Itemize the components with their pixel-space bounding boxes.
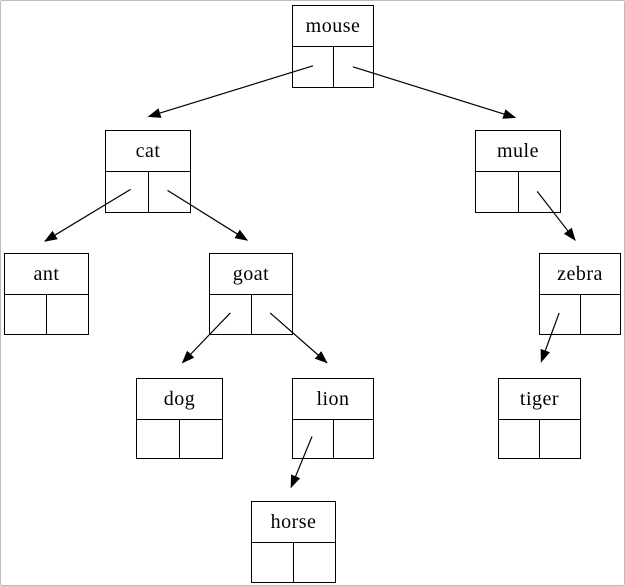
pointer-cells bbox=[499, 420, 580, 458]
left-pointer-cell bbox=[293, 47, 334, 87]
left-pointer-cell bbox=[252, 543, 294, 582]
node-label: cat bbox=[106, 131, 190, 172]
right-pointer-cell bbox=[334, 420, 374, 458]
node-label: mouse bbox=[293, 6, 373, 47]
node-cat: cat bbox=[105, 130, 191, 213]
pointer-cells bbox=[106, 172, 190, 212]
node-label: zebra bbox=[540, 254, 620, 295]
left-pointer-cell bbox=[210, 295, 252, 334]
right-pointer-cell bbox=[47, 295, 88, 334]
pointer-cells bbox=[476, 172, 560, 212]
left-pointer-cell bbox=[137, 420, 180, 458]
node-label: ant bbox=[5, 254, 88, 295]
right-pointer-cell bbox=[149, 172, 191, 212]
right-pointer-cell bbox=[294, 543, 335, 582]
pointer-cells bbox=[293, 47, 373, 87]
pointer-cells bbox=[210, 295, 292, 334]
node-label: lion bbox=[293, 379, 373, 420]
right-pointer-cell bbox=[581, 295, 621, 334]
left-pointer-cell bbox=[5, 295, 47, 334]
node-ant: ant bbox=[4, 253, 89, 335]
pointer-cells bbox=[5, 295, 88, 334]
left-pointer-cell bbox=[499, 420, 540, 458]
node-mouse: mouse bbox=[292, 5, 374, 88]
node-label: goat bbox=[210, 254, 292, 295]
left-pointer-cell bbox=[476, 172, 519, 212]
node-goat: goat bbox=[209, 253, 293, 335]
left-pointer-cell bbox=[106, 172, 149, 212]
node-mule: mule bbox=[475, 130, 561, 213]
node-label: dog bbox=[137, 379, 222, 420]
right-pointer-cell bbox=[519, 172, 561, 212]
node-label: horse bbox=[252, 502, 335, 543]
right-pointer-cell bbox=[180, 420, 222, 458]
pointer-cells bbox=[540, 295, 620, 334]
right-pointer-cell bbox=[252, 295, 293, 334]
node-dog: dog bbox=[136, 378, 223, 459]
node-tiger: tiger bbox=[498, 378, 581, 459]
left-pointer-cell bbox=[540, 295, 581, 334]
right-pointer-cell bbox=[540, 420, 580, 458]
pointer-cells bbox=[293, 420, 373, 458]
pointer-cells bbox=[137, 420, 222, 458]
node-label: mule bbox=[476, 131, 560, 172]
left-pointer-cell bbox=[293, 420, 334, 458]
node-label: tiger bbox=[499, 379, 580, 420]
node-horse: horse bbox=[251, 501, 336, 583]
node-lion: lion bbox=[292, 378, 374, 459]
right-pointer-cell bbox=[334, 47, 374, 87]
node-zebra: zebra bbox=[539, 253, 621, 335]
pointer-cells bbox=[252, 543, 335, 582]
